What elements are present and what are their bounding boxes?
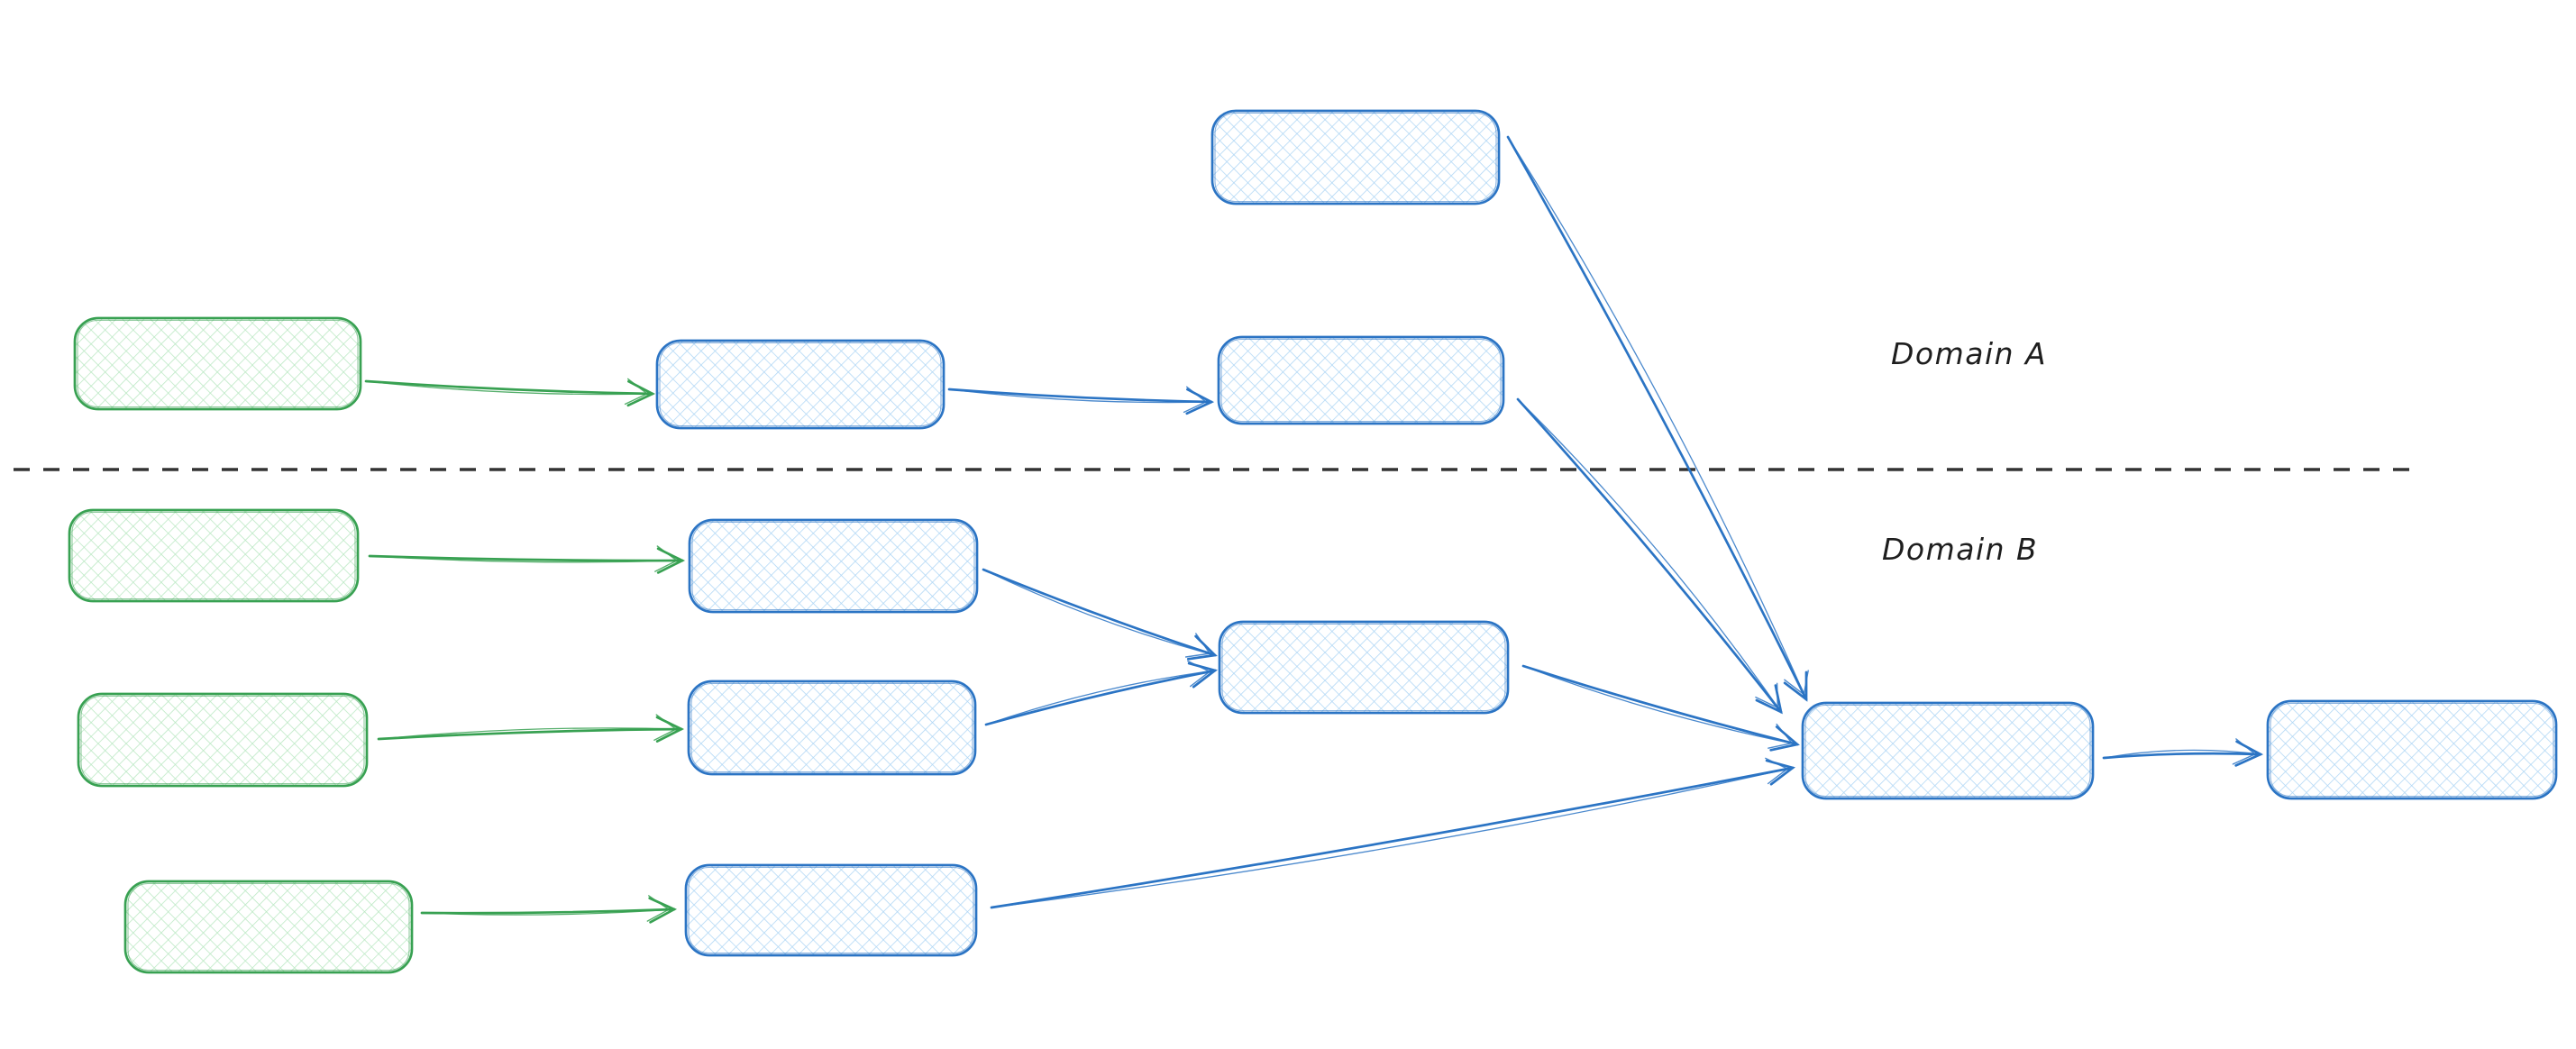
- node-blue-b1: [688, 518, 979, 614]
- domain-b-label: Domain B: [1882, 532, 2038, 567]
- arrow-green-b3-to-blue-b3: [420, 895, 678, 924]
- node-green-b3: [123, 880, 414, 974]
- node-blue-top: [1210, 109, 1501, 205]
- node-blue-hub: [1801, 701, 2095, 800]
- node-green-b2: [77, 692, 369, 788]
- node-blue-a2: [1217, 335, 1505, 425]
- node-blue-final: [2266, 699, 2558, 800]
- arrow-blue-b3-to-hub: [990, 757, 1795, 909]
- node-blue-b2: [687, 680, 977, 776]
- arrow-blue-b1-to-blue-b-mid: [982, 568, 1218, 661]
- node-green-a: [73, 316, 362, 411]
- arrow-green-b2-to-blue-b2: [377, 714, 685, 743]
- arrow-green-b1-to-blue-b1: [368, 545, 686, 574]
- domain-a-label: Domain A: [1891, 336, 2047, 371]
- node-blue-b-mid: [1218, 620, 1510, 715]
- arrow-blue-b2-to-blue-b-mid: [984, 660, 1218, 726]
- node-blue-a1: [655, 339, 945, 430]
- arrow-green-a-to-blue-a1: [364, 378, 656, 407]
- arrow-blue-b-mid-to-hub: [1521, 664, 1800, 752]
- arrow-hub-to-final: [2102, 738, 2264, 767]
- arrow-blue-a2-to-hub: [1516, 397, 1783, 715]
- arrow-blue-a1-to-blue-a2: [947, 386, 1215, 415]
- node-blue-b3: [684, 863, 978, 957]
- node-green-b1: [68, 508, 360, 603]
- arrow-blue-top-to-hub: [1506, 135, 1809, 702]
